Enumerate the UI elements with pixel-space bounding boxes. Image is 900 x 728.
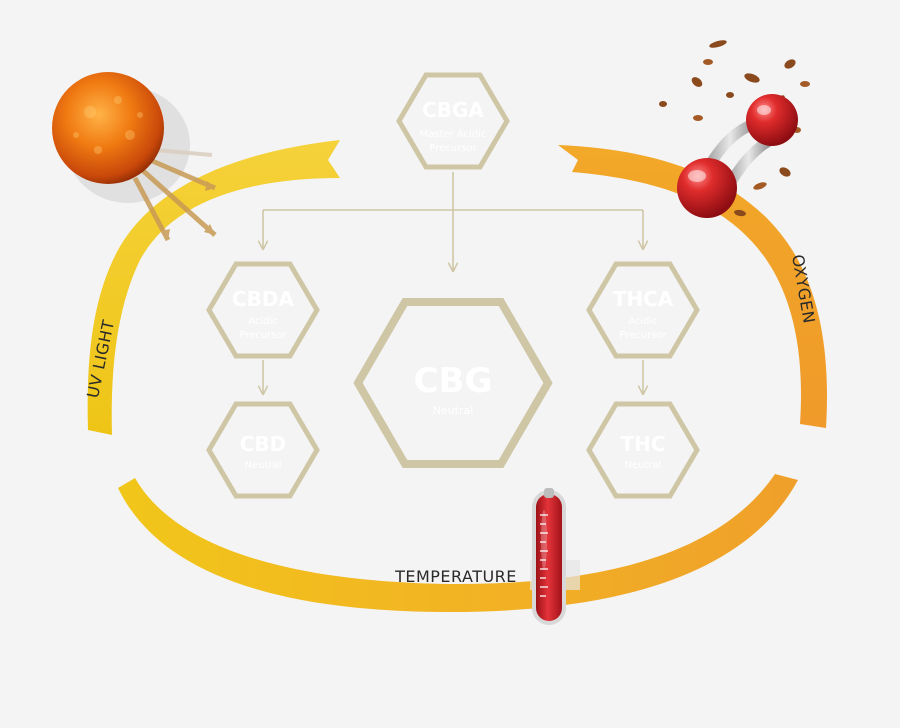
cbga-line2: Precursor bbox=[429, 143, 477, 154]
cbd-line1: Neutral bbox=[245, 460, 282, 471]
thc-line1: Neutral bbox=[625, 460, 662, 471]
cbg-title: CBG bbox=[414, 361, 493, 401]
thca-line1: Acidic bbox=[628, 316, 658, 327]
thermometer-icon bbox=[530, 488, 580, 625]
thca-title: THCA bbox=[613, 287, 674, 311]
temperature-label: TEMPERATURE bbox=[394, 567, 517, 586]
cbga-title: CBGA bbox=[422, 98, 484, 122]
node-thc: THC Neutral bbox=[586, 401, 700, 499]
hexagon-cbg bbox=[353, 298, 553, 468]
node-thca: THCA Acidic Precursor bbox=[586, 261, 700, 359]
oxygen-molecule-icon bbox=[677, 94, 798, 218]
hexagon-thca bbox=[586, 261, 700, 359]
oxygen-band bbox=[558, 145, 827, 428]
uv-light-band bbox=[87, 140, 340, 435]
hexagon-cbga bbox=[396, 72, 510, 170]
thc-title: THC bbox=[620, 432, 665, 456]
node-cbd: CBD Neutral bbox=[206, 401, 320, 499]
cbga-line1: Master Acidic bbox=[420, 129, 487, 140]
hexagon-thc bbox=[586, 401, 700, 499]
connectors bbox=[263, 172, 643, 393]
sun-icon bbox=[52, 72, 217, 242]
thca-line2: Precursor bbox=[619, 330, 667, 341]
sun-rays bbox=[132, 148, 217, 242]
cbda-line1: Acidic bbox=[248, 316, 278, 327]
temperature-band bbox=[118, 474, 798, 612]
node-cbga: CBGA Master Acidic Precursor bbox=[396, 72, 510, 170]
hexagon-cbda bbox=[206, 261, 320, 359]
cbda-line2: Precursor bbox=[239, 330, 287, 341]
cbda-title: CBDA bbox=[232, 287, 295, 311]
cbg-line1: Neutral bbox=[433, 404, 474, 417]
node-cbg: CBG Neutral bbox=[353, 298, 553, 468]
cbd-title: CBD bbox=[240, 432, 287, 456]
node-cbda: CBDA Acidic Precursor bbox=[206, 261, 320, 359]
hexagon-cbd bbox=[206, 401, 320, 499]
